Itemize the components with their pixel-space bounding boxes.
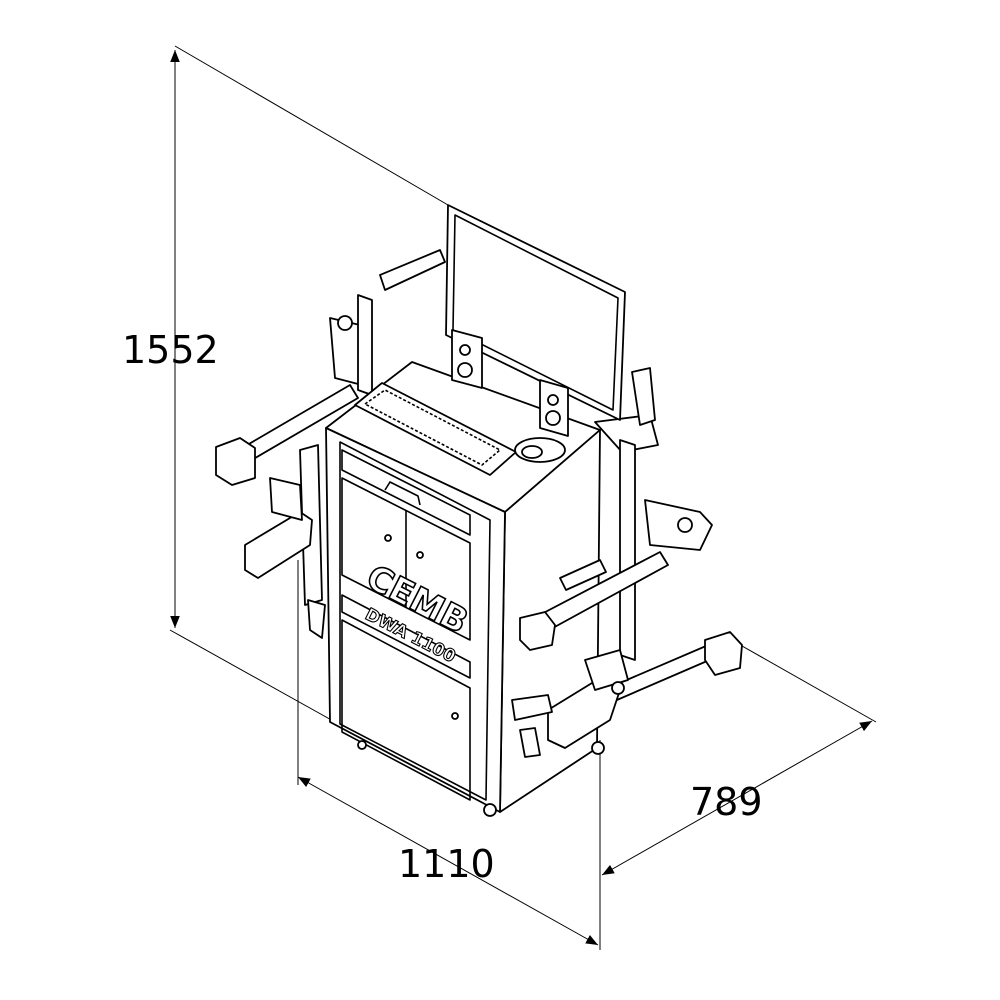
depth-dimension: 789 — [601, 641, 877, 876]
rear-left-sensor-arm — [215, 249, 446, 486]
drawer-handle[interactable] — [384, 481, 421, 506]
height-label: 1552 — [122, 328, 219, 372]
depth-extension — [734, 641, 877, 723]
width-label: 1110 — [398, 842, 495, 886]
depth-label: 789 — [690, 780, 763, 824]
width-dimension: 1110 — [297, 560, 601, 950]
lower-door-knob[interactable] — [451, 712, 459, 720]
height-dimension: 1552 — [122, 45, 449, 723]
caster-wheel — [483, 803, 497, 817]
speaker-left — [451, 329, 483, 389]
depth-dimension-line — [601, 720, 873, 876]
door-knob-right[interactable] — [416, 551, 424, 559]
height-extension-bottom — [169, 629, 336, 723]
lower-door[interactable] — [341, 619, 471, 801]
width-dimension-line — [297, 776, 599, 946]
caster-wheel — [357, 740, 367, 750]
upper-doors[interactable] — [341, 477, 471, 641]
height-extension-top — [174, 45, 449, 206]
drawer — [341, 449, 471, 536]
speaker-right — [539, 379, 569, 437]
front-left-sensor-arm — [244, 444, 326, 639]
door-knob-left[interactable] — [384, 534, 392, 542]
front-right-sensor-arm — [511, 551, 669, 758]
cabinet-front — [325, 427, 506, 813]
mouse — [521, 445, 543, 459]
caster-wheel — [591, 741, 605, 755]
monitor — [445, 204, 626, 421]
